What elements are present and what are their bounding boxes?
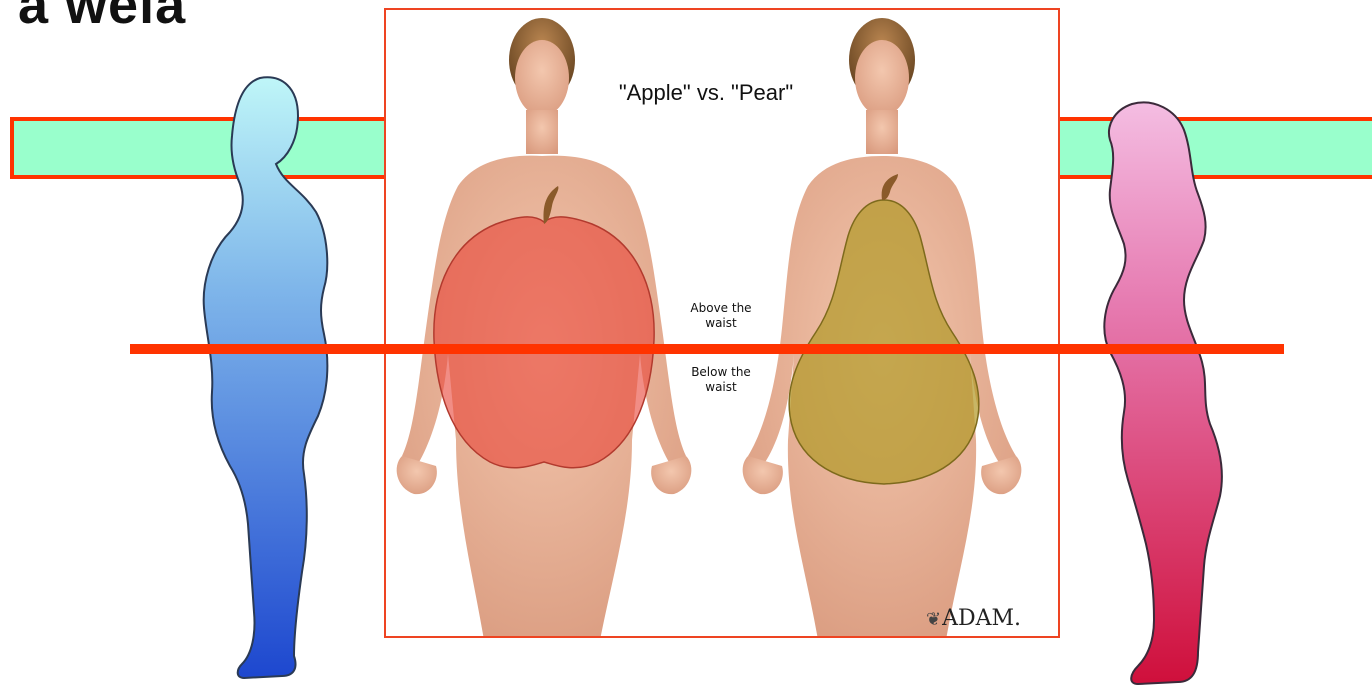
apple-figure (397, 18, 692, 638)
slide-heading-fragment: a weia (18, 0, 186, 36)
label-above-waist: Above the waist (676, 301, 766, 331)
apple-vs-pear-illustration: "Apple" vs. "Pear" Above the waist Below… (384, 8, 1060, 638)
adam-watermark: ❦ADAM. (926, 606, 1021, 631)
female-silhouette-right (1080, 100, 1240, 690)
adam-watermark-text: ADAM. (942, 606, 1021, 631)
illustration-title: "Apple" vs. "Pear" (596, 80, 816, 106)
pear-figure (743, 18, 1022, 638)
leaf-icon: ❦ (926, 609, 941, 630)
label-below-waist: Below the waist (676, 365, 766, 395)
waistline-marker (130, 344, 1284, 354)
male-silhouette-left (190, 72, 340, 688)
